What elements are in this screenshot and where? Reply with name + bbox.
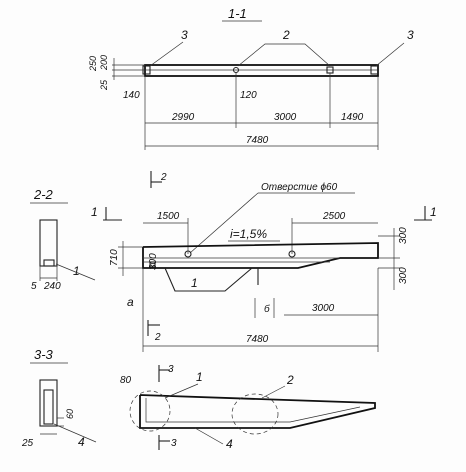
section-1-1-title: 1-1 [228, 6, 247, 21]
section-3-3-profile [39, 379, 58, 427]
plan-view: 80 3 3 1 2 4 [120, 364, 376, 451]
mark-2-top: 2 [160, 172, 167, 183]
callout-4-plan: 4 [226, 437, 233, 451]
section-2-2-notch [43, 259, 55, 267]
dim-240: 240 [43, 281, 61, 292]
section-3-3-title: 3-3 [34, 347, 54, 362]
callout-1-elev: 1 [191, 276, 198, 290]
leader-1-plan [164, 383, 199, 399]
leader-2 [237, 43, 331, 67]
dim-25-s33: 25 [21, 438, 34, 449]
dim-140: 140 [123, 90, 140, 101]
callout-2-plan: 2 [286, 373, 294, 387]
leader-4 [53, 423, 97, 443]
mark-2-bottom: 2 [154, 332, 161, 343]
section-3-3-inner [43, 389, 54, 425]
hole-leader [189, 192, 259, 254]
dim-300-top: 300 [398, 227, 409, 244]
callout-2: 2 [282, 28, 290, 42]
dim-2990: 2990 [171, 112, 195, 123]
elevation-view: 2 2 1 1 Отверстие ϕ60 1500 2500 i=1,5% [91, 171, 437, 352]
detail-circle-2 [231, 393, 279, 435]
beam-elevation [142, 242, 379, 269]
alpha-label: a [127, 295, 134, 309]
leader-3-left [149, 41, 184, 67]
hole-right [288, 250, 296, 258]
callout-3-right: 3 [407, 28, 414, 42]
hole-label: Отверстие ϕ60 [261, 182, 338, 193]
dim-60: 60 [65, 409, 75, 419]
dim-710: 710 [109, 249, 120, 266]
dim-3000: 3000 [274, 112, 297, 123]
section-2-2-profile [39, 219, 58, 267]
dim-25: 25 [99, 79, 109, 91]
dim-7480-top: 7480 [246, 135, 269, 146]
mark-1-right: 1 [430, 205, 437, 219]
callout-1-plan: 1 [196, 370, 203, 384]
dim-200: 200 [99, 55, 109, 71]
section-2-2: 2-2 5 240 1 [30, 187, 96, 292]
callout-3-left: 3 [181, 28, 188, 42]
dim-3000-elev: 3000 [312, 303, 335, 314]
section-3-3: 3-3 60 25 4 [21, 347, 97, 449]
slope-label: i=1,5% [230, 227, 267, 241]
callout-4-s33: 4 [78, 435, 85, 449]
dim-300-right: 300 [398, 267, 409, 284]
beam-plan [139, 394, 376, 429]
hole-1 [232, 66, 240, 74]
dim-80: 80 [120, 375, 132, 386]
mark-3-top: 3 [168, 364, 174, 375]
support-right [370, 65, 379, 75]
dim-250: 250 [88, 56, 98, 72]
leader-3-right [375, 42, 405, 67]
dim-120: 120 [240, 90, 257, 101]
leader-1 [55, 263, 96, 281]
dim-1490: 1490 [341, 112, 364, 123]
mark-1-left: 1 [91, 205, 98, 219]
mark-3-bottom: 3 [171, 438, 177, 449]
leader-4-plan [194, 427, 224, 445]
callout-1: 1 [73, 264, 80, 278]
beam-plan-inner [145, 398, 361, 423]
haunch [164, 267, 253, 292]
hole-left [184, 250, 192, 258]
dim-2500: 2500 [322, 211, 346, 222]
dim-300-left: 300 [148, 253, 159, 270]
leader-2-plan [261, 385, 286, 399]
delta-label: б [264, 303, 270, 315]
dim-7480-elev: 7480 [246, 334, 269, 345]
section-2-2-title: 2-2 [33, 187, 54, 202]
beam-1-1 [144, 64, 379, 77]
dim-1500: 1500 [157, 211, 180, 222]
support-block [149, 261, 156, 268]
dim-5: 5 [31, 281, 37, 292]
detail-circle-1 [129, 390, 171, 432]
section-1-1: 1-1 3 2 3 250 200 25 140 120 2990 3 [88, 6, 414, 150]
